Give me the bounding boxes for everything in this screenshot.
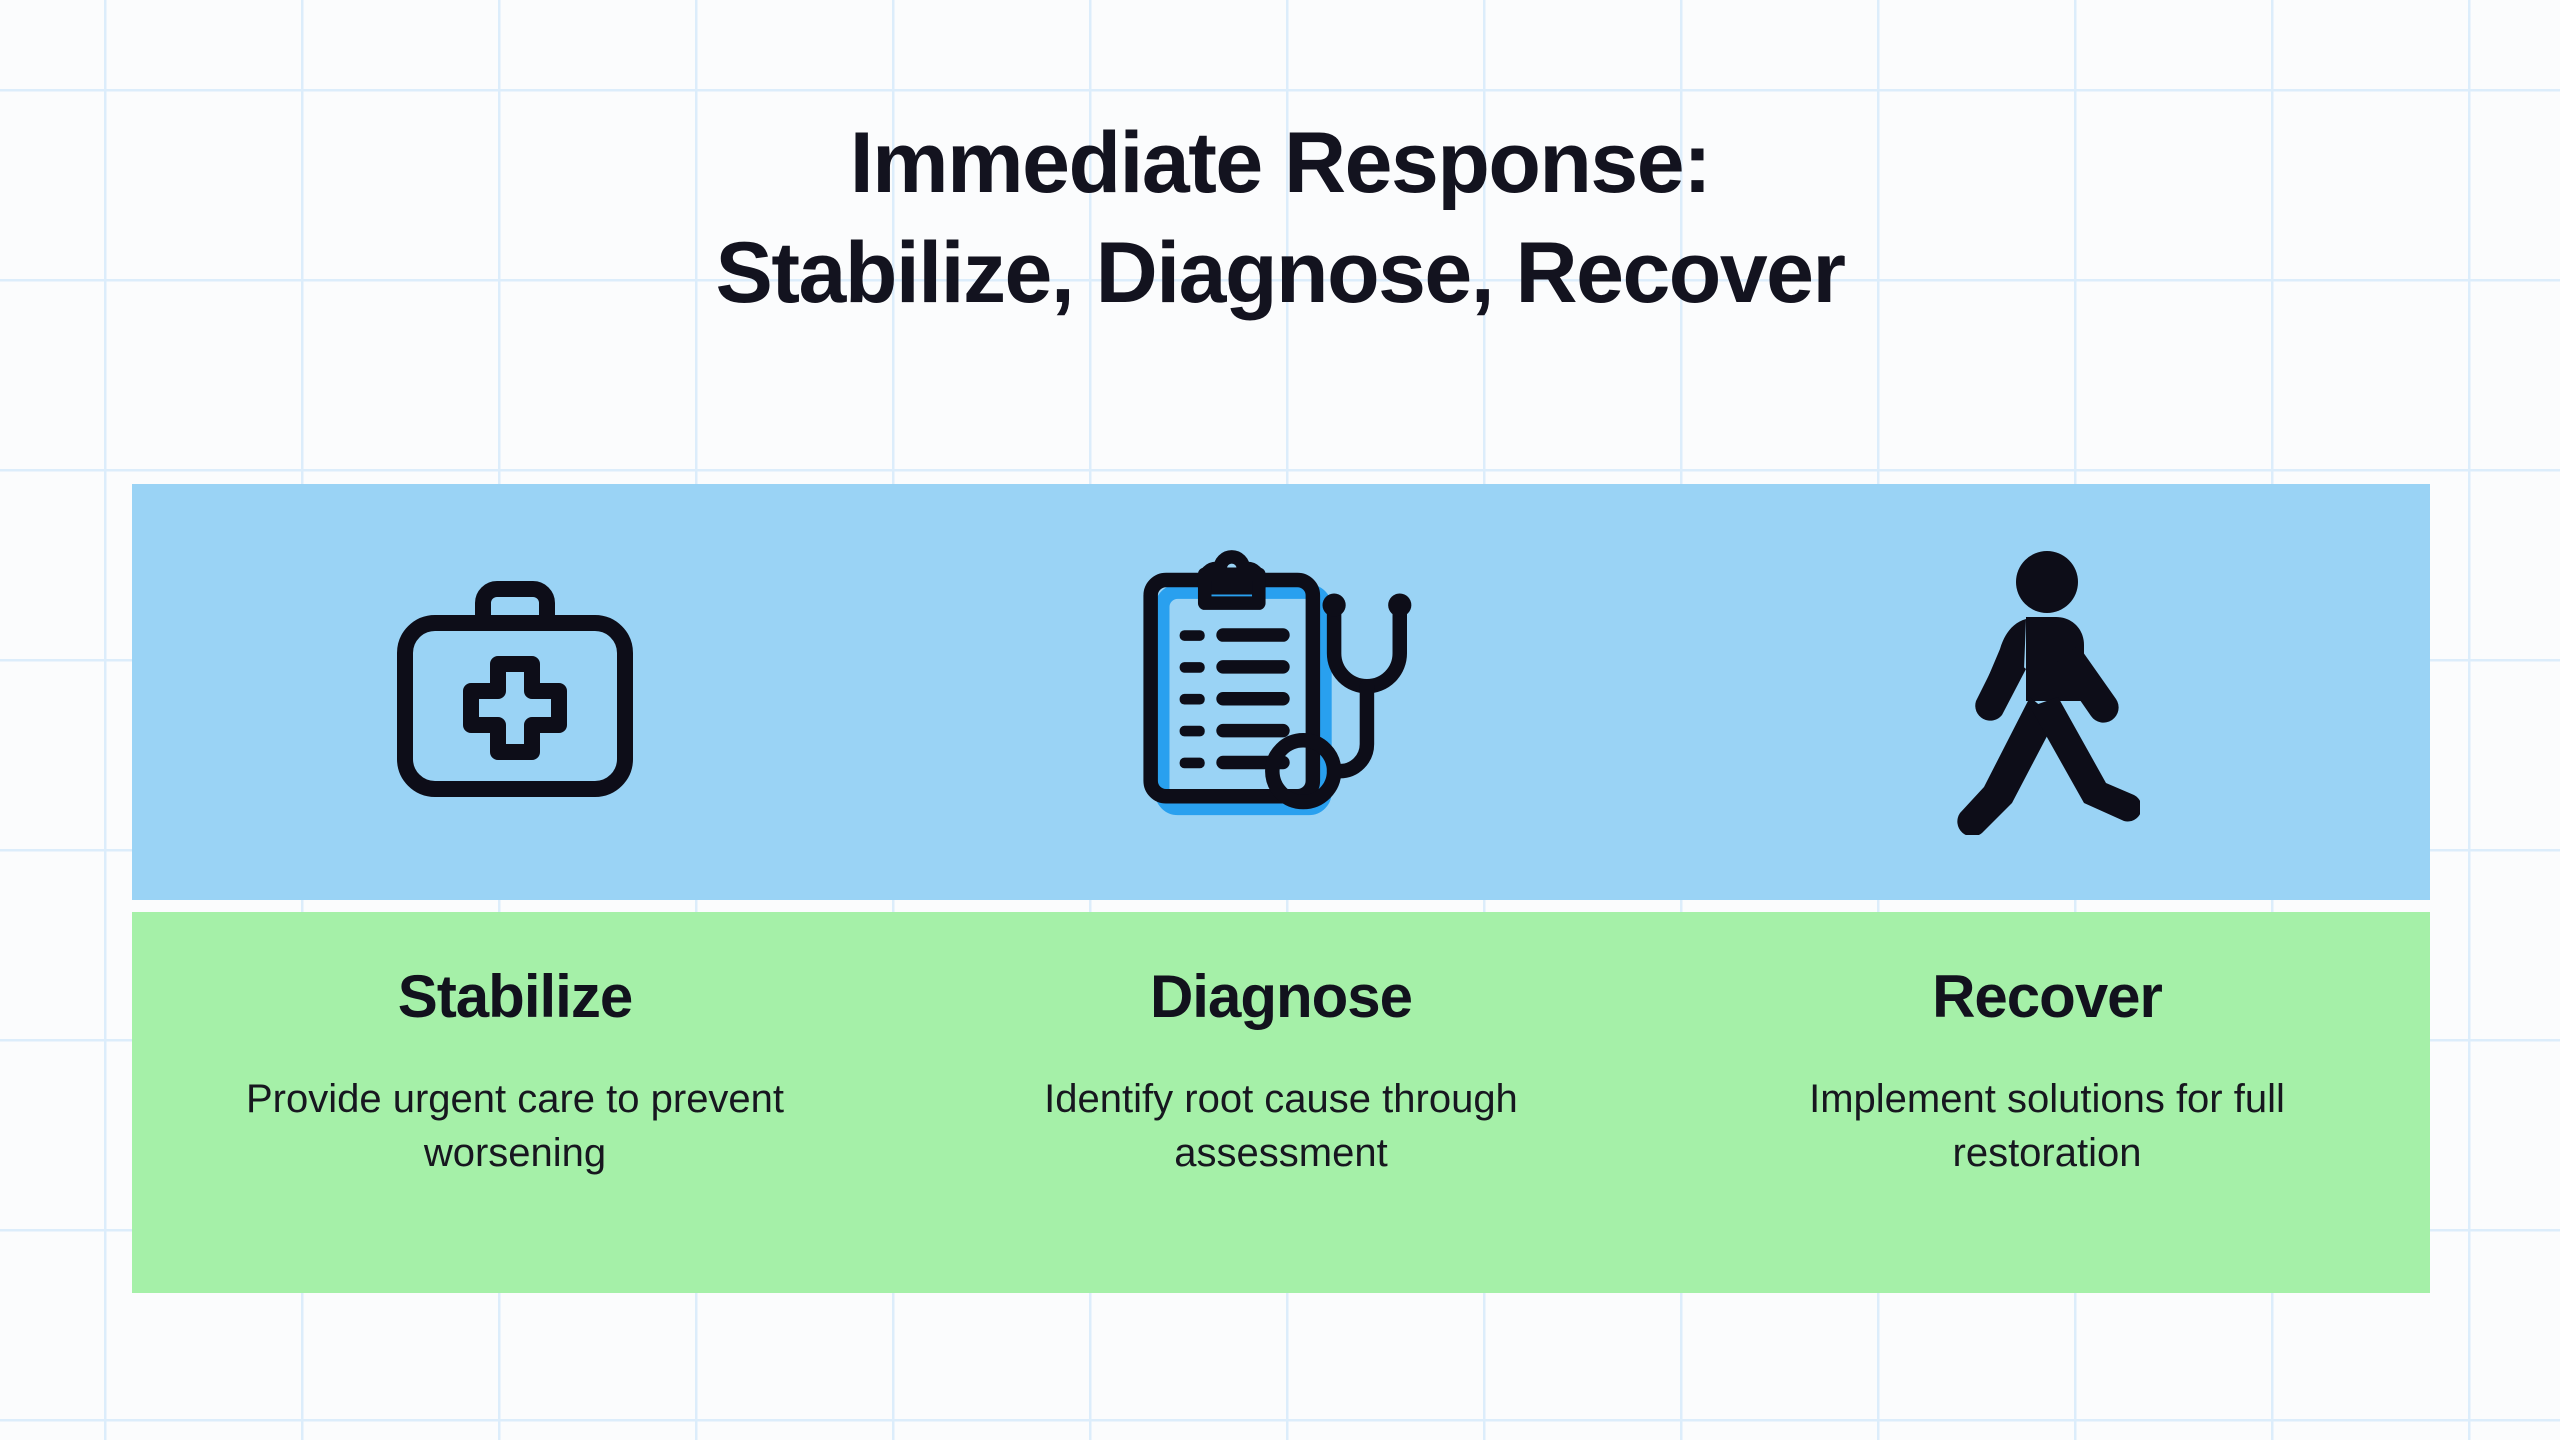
- step-description-stabilize: Provide urgent care to prevent worsening: [245, 1077, 785, 1176]
- step-cell-stabilize: Stabilize Provide urgent care to prevent…: [132, 912, 898, 1293]
- icon-cell-diagnose: [898, 484, 1664, 900]
- page-title: Immediate Response: Stabilize, Diagnose,…: [0, 108, 2560, 328]
- step-description-recover: Implement solutions for full restoration: [1809, 1077, 2285, 1176]
- step-cell-diagnose: Diagnose Identify root cause through ass…: [898, 912, 1664, 1293]
- step-description-diagnose: Identify root cause through assessment: [1044, 1077, 1518, 1176]
- clipboard-stethoscope-icon: [1141, 550, 1421, 832]
- icon-band: [132, 484, 2430, 900]
- step-title-stabilize: Stabilize: [397, 963, 633, 1030]
- step-title-diagnose: Diagnose: [1149, 963, 1413, 1030]
- first-aid-kit-icon: [375, 552, 655, 832]
- text-band: Stabilize Provide urgent care to prevent…: [132, 912, 2430, 1293]
- step-title-recover: Recover: [1932, 963, 2163, 1030]
- walking-person-icon: [1907, 551, 2187, 835]
- icon-cell-recover: [1664, 484, 2430, 900]
- title-line-1: Immediate Response:: [849, 115, 1712, 211]
- step-cell-recover: Recover Implement solutions for full res…: [1664, 912, 2430, 1293]
- title-line-2: Stabilize, Diagnose, Recover: [715, 225, 1846, 322]
- icon-cell-stabilize: [132, 484, 898, 900]
